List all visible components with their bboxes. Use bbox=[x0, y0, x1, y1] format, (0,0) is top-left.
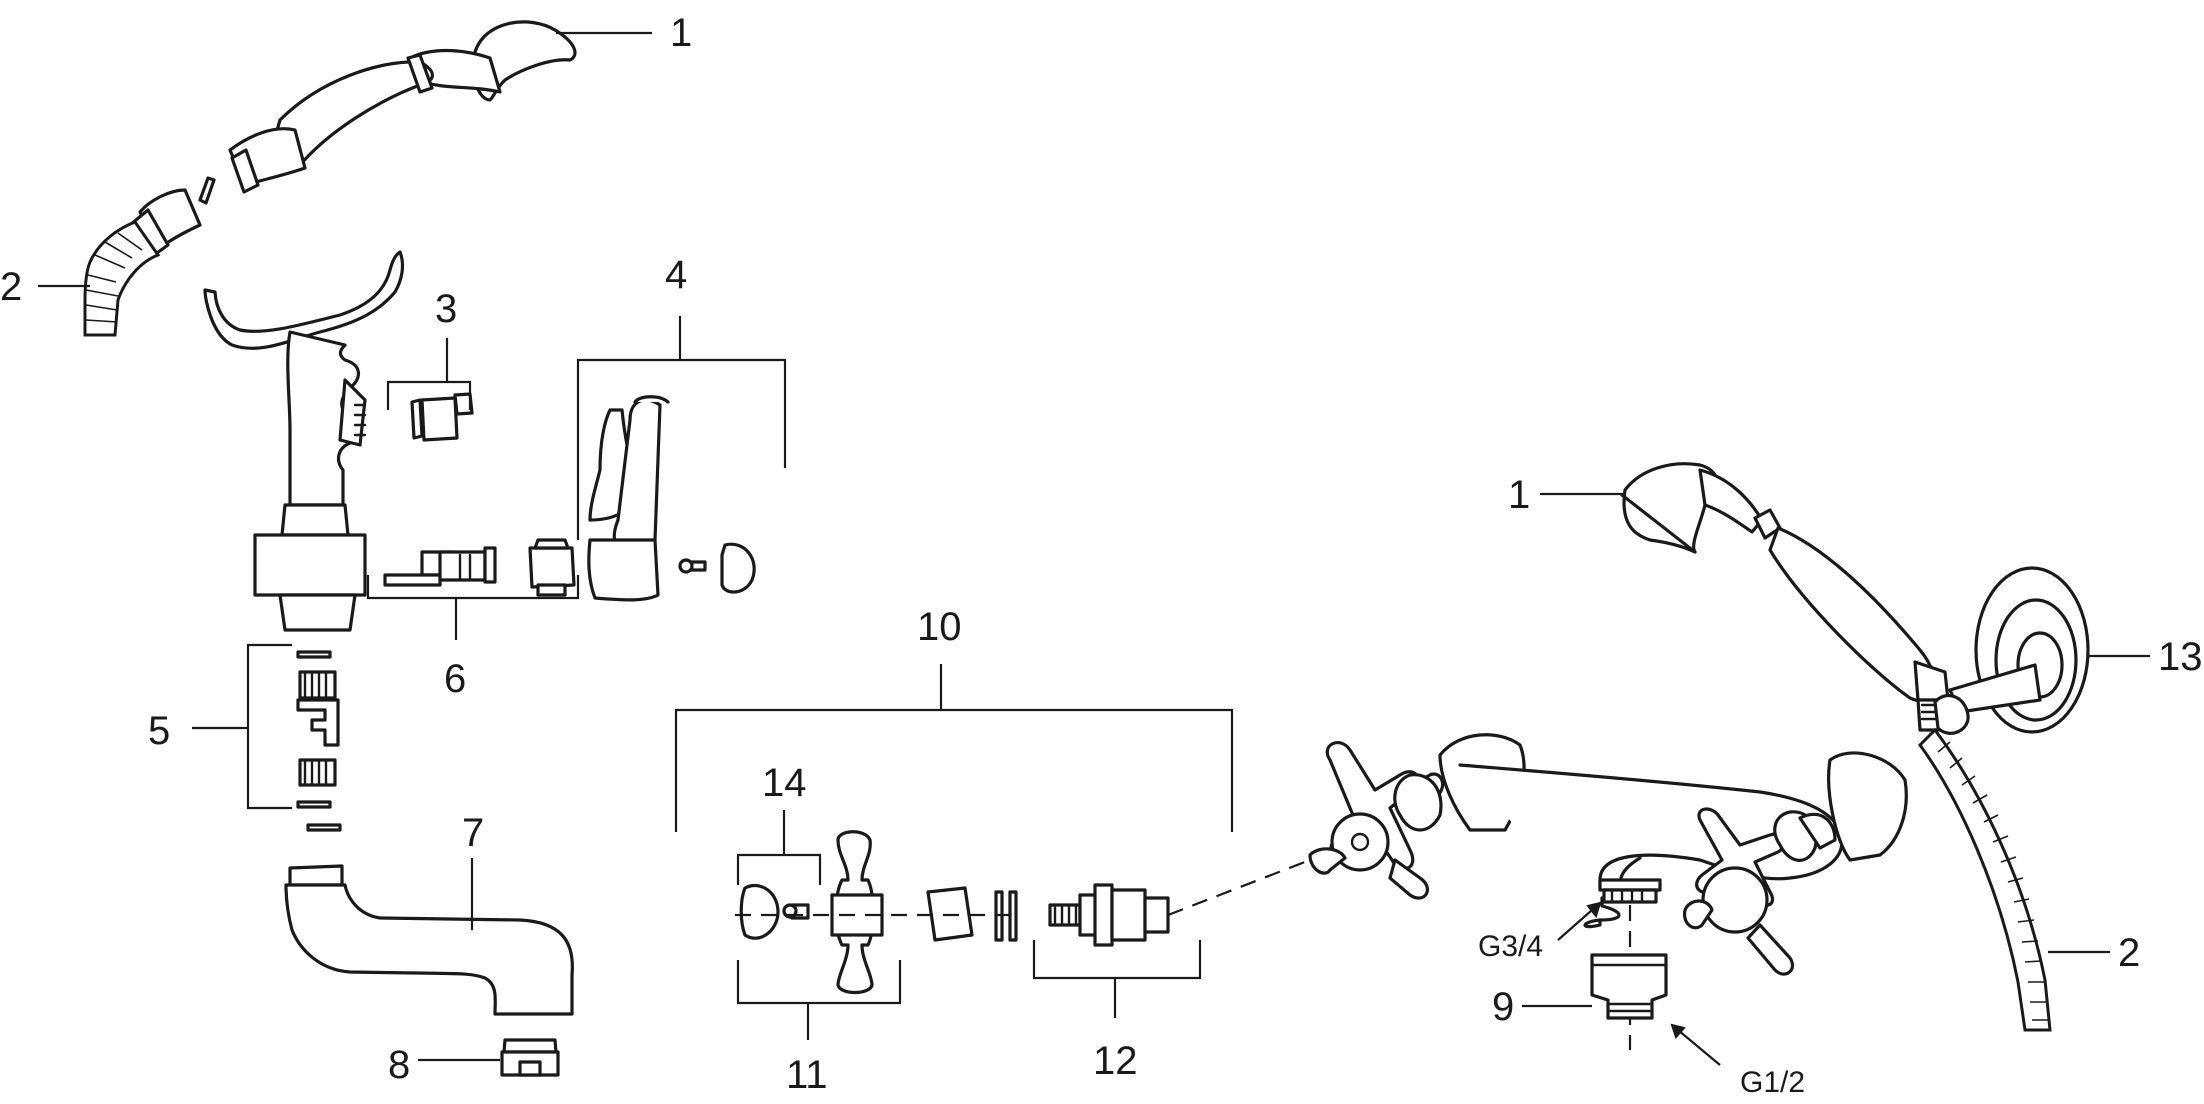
callout-labels: 1 2 3 4 5 6 7 8 9 10 11 12 1 13 14 2 G3/… bbox=[0, 11, 2203, 1099]
hand-shower-left bbox=[228, 20, 577, 194]
callout-14: 14 bbox=[762, 761, 807, 805]
washer-left bbox=[198, 176, 216, 205]
callout-2-left: 2 bbox=[0, 265, 22, 309]
washer-spout bbox=[306, 823, 342, 832]
hand-shower-right bbox=[1540, 462, 1952, 732]
callout-8: 8 bbox=[388, 1043, 410, 1087]
lever-part-4 bbox=[576, 316, 787, 602]
callout-2-right: 2 bbox=[2118, 931, 2140, 975]
thread-label-outlet: G1/2 bbox=[1740, 1066, 1805, 1099]
callout-11: 11 bbox=[786, 1053, 828, 1097]
spout-part-7 bbox=[284, 858, 574, 1016]
thread-label-inlet: G3/4 bbox=[1478, 930, 1543, 963]
diverter-part-5 bbox=[192, 643, 340, 810]
hose-right bbox=[1918, 727, 2110, 1032]
hose-fitting-left bbox=[83, 188, 202, 337]
callout-12: 12 bbox=[1093, 1039, 1138, 1083]
callout-1-right: 1 bbox=[1508, 473, 1530, 517]
callout-9: 9 bbox=[1492, 985, 1514, 1029]
callout-5: 5 bbox=[148, 709, 170, 753]
aerator-part-8 bbox=[418, 1038, 560, 1077]
valve-group bbox=[674, 664, 1311, 1040]
spindle-part-6 bbox=[366, 538, 756, 640]
wall-bracket-part-13 bbox=[1933, 566, 2150, 735]
callout-6: 6 bbox=[444, 657, 466, 701]
shower-cradle bbox=[203, 250, 405, 632]
eccentric-part-9 bbox=[1522, 953, 1668, 1020]
callout-3: 3 bbox=[435, 287, 457, 331]
callout-4: 4 bbox=[665, 253, 687, 297]
callout-10: 10 bbox=[917, 605, 962, 649]
callout-7: 7 bbox=[462, 811, 484, 855]
mixer-body bbox=[1308, 733, 1908, 1050]
callout-13: 13 bbox=[2158, 635, 2203, 679]
thread-arrows bbox=[1557, 901, 1721, 1066]
callout-1-left: 1 bbox=[670, 11, 692, 55]
nipple-part-3 bbox=[386, 338, 474, 442]
